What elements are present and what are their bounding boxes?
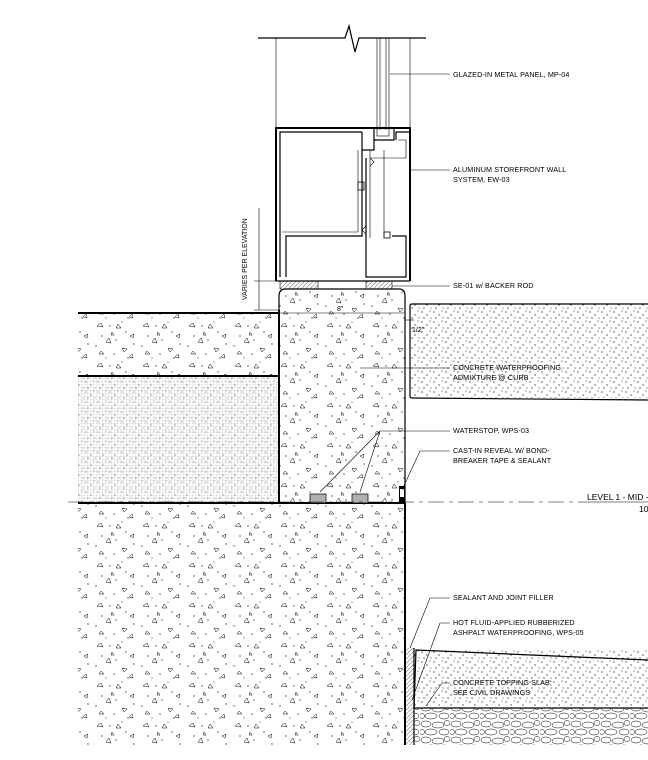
leader-sealant-joint [409,597,450,649]
leader-waterstop [319,430,450,493]
upper-slab-left [78,313,279,376]
foundation-concrete [78,503,405,745]
callout-sealant-joint: SEALANT AND JOINT FILLER [453,593,554,602]
callout-sealant-backer: SE-01 w/ BACKER ROD [453,281,534,290]
level-name: LEVEL 1 - MID - [587,492,648,502]
thermal-break [361,157,375,235]
callout-admixture-1: CONCRETE WATERPROOFING [453,363,561,372]
rigid-insulation-overlay [78,376,279,503]
waterstop-1 [309,493,327,504]
break-line [258,23,426,53]
callout-admixture-2: ADMIXTURE @ CURB [453,373,529,382]
topping-slab-outline [413,649,648,709]
callout-waterstop: WATERSTOP, WPS-03 [453,426,529,435]
sill-sealant-left [279,280,319,290]
callout-reveal-2: BREAKER TAPE & SEALANT [453,456,552,465]
leader-hot-fluid [411,622,450,701]
concrete-curb [279,289,405,503]
topping-slab [414,650,648,708]
glazing-pocket [373,128,395,141]
storefront-frame-outer [275,127,411,281]
reveal-sealant [400,489,404,497]
storefront-mullion-inner [282,139,407,238]
gravel-base [414,708,648,745]
sill-sealant-right [365,280,393,290]
callout-storefront-1: ALUMINUM STOREFRONT WALL [453,165,566,174]
waterstop-2 [351,493,369,504]
curb-outline [278,288,406,503]
glazing-gasket [376,127,390,137]
storefront-frame-inner [279,131,410,277]
slab-right-outline [409,303,648,401]
storefront-mullion [285,150,407,278]
frame-clip-2 [383,231,391,239]
dim-offset-label: 1/2" [412,327,425,334]
callout-storefront-2: SYSTEM, EW-03 [453,175,510,184]
callout-reveal-1: CAST-IN REVEAL W/ BOND- [453,446,550,455]
callout-topping-1: CONCRETE TOPPING SLAB; [453,678,552,687]
callout-hot-fluid-1: HOT FLUID-APPLIED RUBBERIZED [453,618,575,627]
waterproofing-membrane [405,648,414,745]
callout-glazed-panel: GLAZED-IN METAL PANEL, MP-04 [453,70,570,79]
dim-curb-label: 8" [337,306,344,313]
dim-vertical-label: VARIES PER ELEVATION [242,218,249,300]
level-elevation: 10 [639,504,648,514]
leader-topping [425,682,450,707]
slab-right [410,304,648,398]
callout-topping-2: SEE CIVIL DRAWINGS [453,688,530,697]
leader-reveal [401,450,450,491]
frame-clip [357,181,365,191]
callout-hot-fluid-2: ASHPALT WATERPROOFING, WPS-05 [453,628,584,637]
